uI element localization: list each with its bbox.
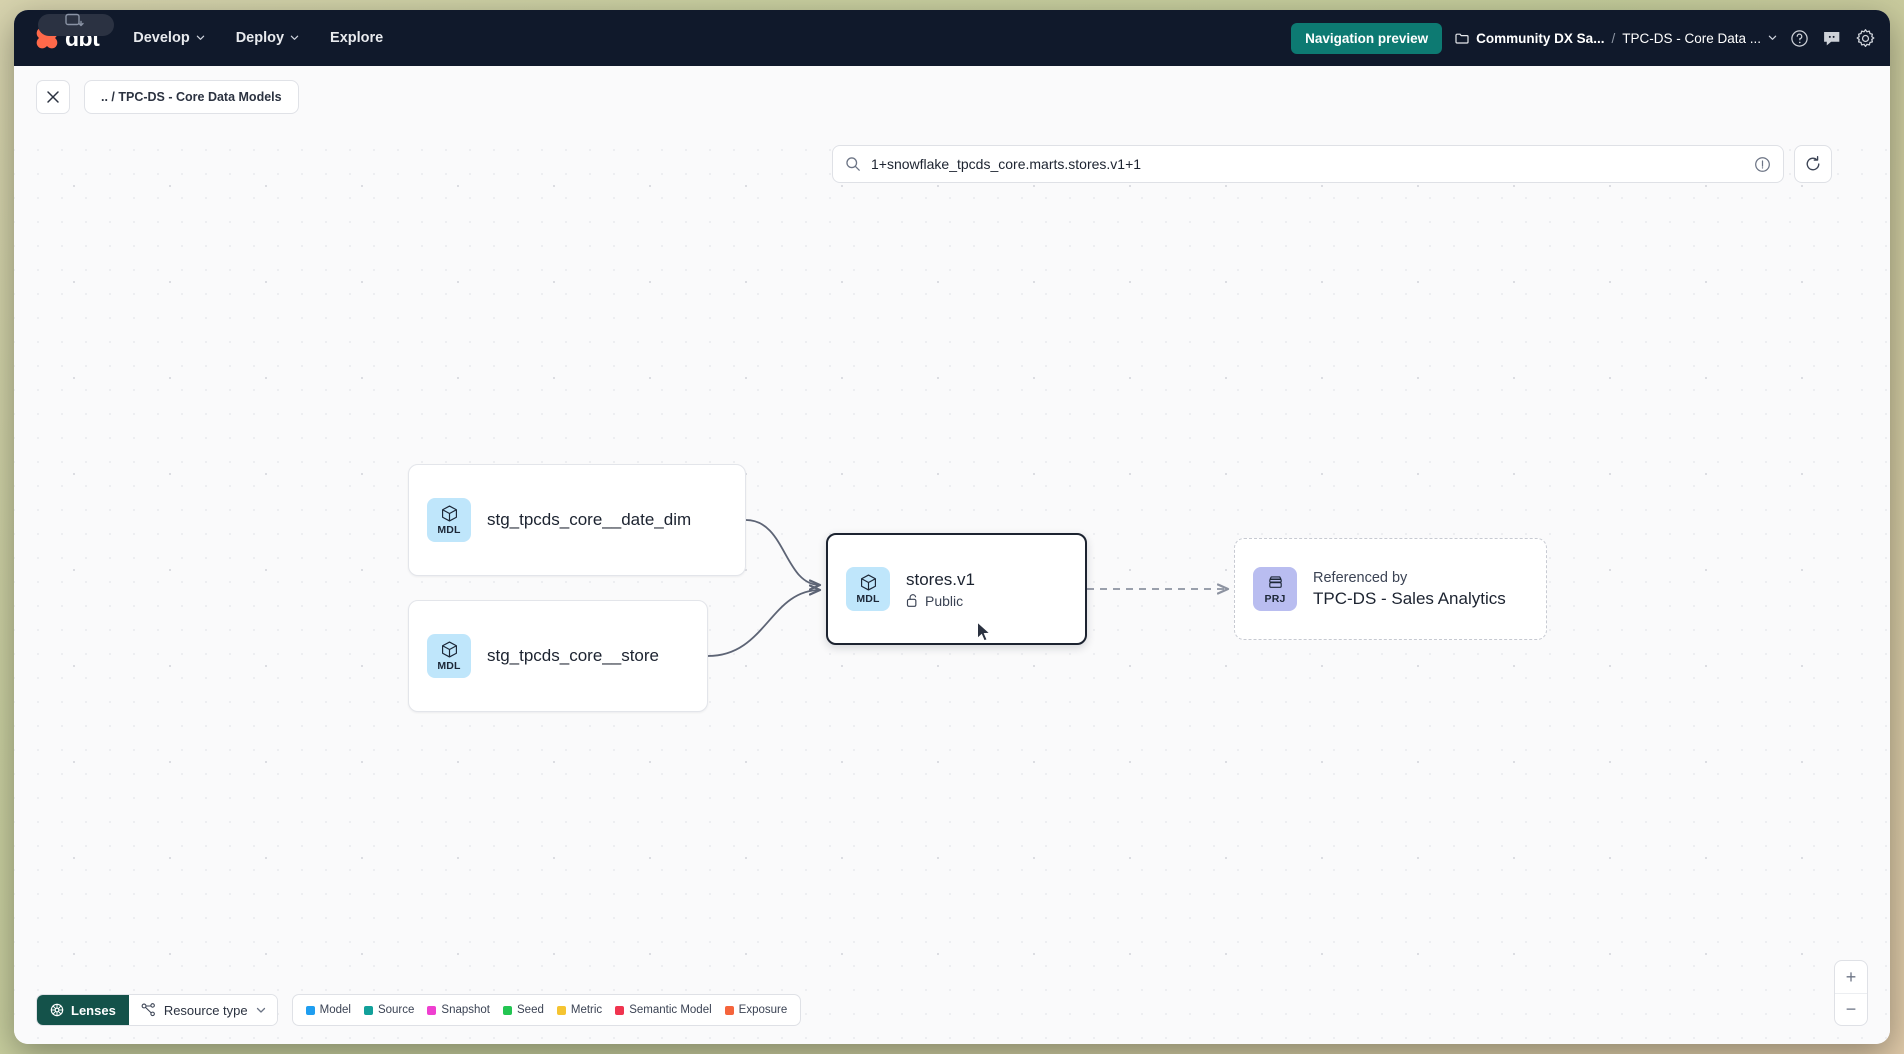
feedback-icon[interactable] — [1822, 29, 1842, 48]
close-button[interactable] — [36, 80, 70, 114]
node-title: stg_tpcds_core__store — [487, 646, 659, 665]
lineage-node-stg-store[interactable]: MDL stg_tpcds_core__store — [408, 600, 708, 712]
legend-item-semantic-model: Semantic Model — [615, 1004, 712, 1016]
legend-swatch — [427, 1005, 437, 1015]
window-chrome-icon — [65, 13, 84, 27]
model-badge-label: MDL — [437, 524, 461, 536]
legend-label: Exposure — [738, 1004, 788, 1016]
node-title: TPC-DS - Sales Analytics — [1313, 588, 1506, 608]
chevron-down-icon — [196, 35, 204, 40]
cube-icon — [441, 505, 457, 522]
nav-item-explore[interactable]: Explore — [328, 25, 385, 51]
legend-label: Seed — [517, 1004, 544, 1016]
account-name: Community DX Sa... — [1476, 30, 1605, 46]
lineage-node-referenced-by-project[interactable]: PRJ Referenced by TPC-DS - Sales Analyti… — [1234, 538, 1547, 640]
search-icon — [846, 157, 860, 171]
lineage-canvas[interactable]: MDL stg_tpcds_core__date_dim MDL stg_tpc… — [14, 128, 1890, 1044]
info-icon[interactable] — [1754, 156, 1771, 173]
lineage-toolbar: .. / TPC-DS - Core Data Models — [14, 66, 1890, 183]
lineage-search-group — [832, 145, 1832, 183]
legend-swatch — [724, 1005, 734, 1015]
zoom-controls: + − — [1834, 960, 1868, 1026]
node-body: stg_tpcds_core__store — [487, 646, 659, 666]
chevron-down-icon[interactable] — [1768, 33, 1777, 42]
top-nav-right-group: Navigation preview Community DX Sa... / … — [1291, 22, 1876, 54]
search-input[interactable] — [871, 156, 1744, 172]
node-access-label: Public — [925, 592, 964, 609]
lens-icon — [50, 1003, 64, 1017]
lenses-group: Lenses Resource type — [36, 994, 278, 1026]
legend-item-exposure: Exposure — [724, 1004, 788, 1016]
refresh-button[interactable] — [1794, 145, 1832, 183]
resource-type-legend: Model Source Snapshot Seed — [291, 994, 802, 1026]
top-navigation-bar: dbt Develop Deploy Explore Navigation pr… — [14, 10, 1890, 66]
zoom-in-button[interactable]: + — [1845, 966, 1857, 987]
nav-item-develop-label: Develop — [133, 30, 190, 46]
folder-icon — [1455, 33, 1469, 44]
resource-type-filter[interactable]: Resource type — [128, 995, 277, 1025]
node-body: stores.v1 Public — [906, 570, 975, 609]
legend-label: Snapshot — [441, 1004, 491, 1016]
project-stack-icon — [1268, 576, 1282, 588]
nav-item-develop[interactable]: Develop — [131, 25, 206, 51]
account-selector[interactable]: Community DX Sa... — [1455, 31, 1604, 46]
legend-label: Metric — [570, 1004, 603, 1016]
legend-label: Source — [377, 1004, 415, 1016]
project-breadcrumb-chip[interactable]: .. / TPC-DS - Core Data Models — [84, 80, 299, 114]
lineage-bottom-bar: Lenses Resource type — [36, 994, 802, 1026]
nav-item-deploy-label: Deploy — [235, 30, 285, 46]
project-badge-label: PRJ — [1264, 593, 1286, 605]
lenses-button-label: Lenses — [71, 1002, 116, 1018]
legend-item-source: Source — [363, 1004, 415, 1016]
lineage-node-stg-date-dim[interactable]: MDL stg_tpcds_core__date_dim — [408, 464, 746, 576]
node-body: stg_tpcds_core__date_dim — [487, 510, 691, 530]
account-breadcrumb: Community DX Sa... / TPC-DS - Core Data … — [1455, 31, 1777, 46]
lineage-node-stores-v1[interactable]: MDL stores.v1 Public — [826, 533, 1087, 645]
node-kicker: Referenced by — [1313, 569, 1408, 586]
legend-swatch — [615, 1005, 625, 1015]
legend-item-snapshot: Snapshot — [427, 1004, 490, 1016]
chevron-down-icon — [256, 1007, 265, 1013]
node-title: stg_tpcds_core__date_dim — [487, 510, 692, 529]
legend-label: Model — [319, 1004, 351, 1016]
cube-icon — [860, 574, 876, 591]
primary-nav-links: Develop Deploy Explore — [131, 25, 385, 51]
legend-label: Semantic Model — [629, 1004, 712, 1016]
settings-gear-icon[interactable] — [1855, 28, 1876, 49]
legend-item-metric: Metric — [556, 1004, 603, 1016]
close-icon — [47, 91, 59, 103]
model-badge: MDL — [427, 498, 471, 542]
zoom-out-button[interactable]: − — [1835, 993, 1867, 1025]
cube-icon — [441, 641, 457, 658]
node-access-row: Public — [906, 593, 975, 609]
environment-name[interactable]: TPC-DS - Core Data ... — [1622, 30, 1761, 46]
resource-type-filter-label: Resource type — [163, 1002, 248, 1018]
breadcrumb-separator: / — [1611, 30, 1616, 46]
node-title: stores.v1 — [906, 569, 975, 589]
node-body: Referenced by TPC-DS - Sales Analytics — [1313, 570, 1506, 609]
legend-item-seed: Seed — [503, 1004, 544, 1016]
refresh-icon — [1806, 156, 1820, 171]
app-window: dbt Develop Deploy Explore Navigation pr… — [14, 10, 1890, 1044]
navigation-preview-button[interactable]: Navigation preview — [1291, 22, 1443, 54]
legend-swatch — [363, 1005, 373, 1015]
nav-item-deploy[interactable]: Deploy — [234, 25, 301, 51]
resource-type-icon — [141, 1003, 155, 1017]
legend-swatch — [503, 1005, 513, 1015]
legend-swatch — [556, 1005, 566, 1015]
project-badge: PRJ — [1253, 567, 1297, 611]
unlock-icon — [906, 594, 917, 607]
search-box[interactable] — [832, 145, 1784, 183]
legend-item-model: Model — [305, 1004, 351, 1016]
lenses-button[interactable]: Lenses — [37, 995, 129, 1025]
model-badge-label: MDL — [437, 660, 461, 672]
chevron-down-icon — [290, 35, 299, 40]
legend-swatch — [305, 1005, 315, 1015]
lineage-edges — [707, 519, 1890, 657]
model-badge: MDL — [427, 634, 471, 678]
nav-item-explore-label: Explore — [330, 30, 384, 46]
help-icon[interactable] — [1790, 29, 1809, 48]
model-badge-label: MDL — [856, 593, 880, 605]
model-badge: MDL — [846, 567, 890, 611]
